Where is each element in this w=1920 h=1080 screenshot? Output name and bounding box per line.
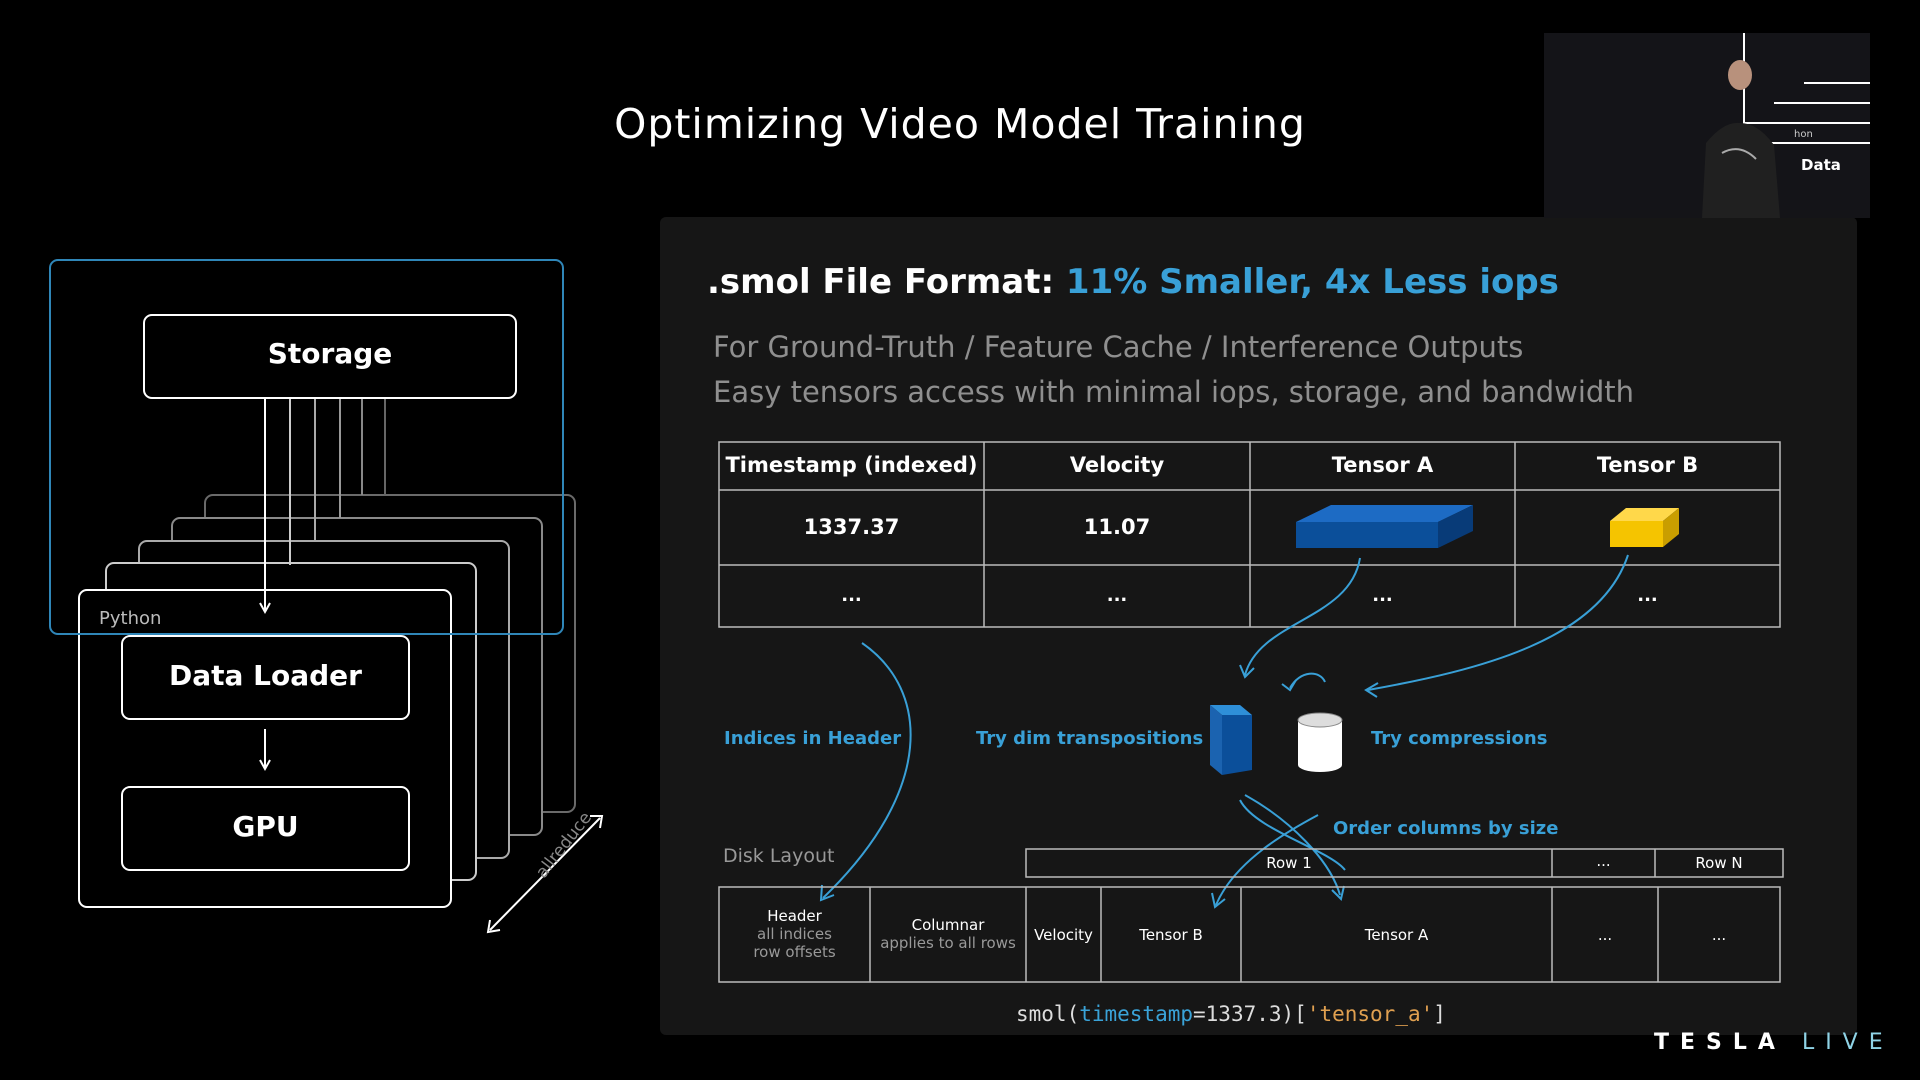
disk-columnar-sub: applies to all rows <box>880 934 1016 952</box>
label-indices-in-header: Indices in Header <box>724 728 902 749</box>
brand-tesla: TESLA <box>1654 1030 1786 1055</box>
header-velocity: Velocity <box>1069 453 1165 477</box>
data-loader-label: Data Loader <box>169 659 362 692</box>
disk-columnar-title: Columnar <box>911 916 985 934</box>
disk-header-title: Header <box>767 907 822 925</box>
code-snippet: smol(timestamp=1337.3)['tensor_a'] <box>1016 1002 1446 1026</box>
code-str: 'tensor_a' <box>1306 1002 1434 1026</box>
disk-velocity-cell: Velocity <box>1034 926 1093 944</box>
disk-ellipsis-1: ... <box>1597 926 1613 944</box>
disk-ellipsis-2: ... <box>1711 926 1727 944</box>
disk-header-sub2: row offsets <box>753 943 836 961</box>
disk-header-sub1: all indices <box>757 925 832 943</box>
panel-subtitle-1: For Ground-Truth / Feature Cache / Inter… <box>713 330 1524 364</box>
code-end: ] <box>1433 1002 1446 1026</box>
code-kw: timestamp <box>1079 1002 1194 1026</box>
python-label: Python <box>99 608 162 629</box>
header-tensor-b: Tensor B <box>1596 453 1699 477</box>
speaker-figure-icon <box>1544 33 1870 218</box>
row-strip-row-n: Row N <box>1695 854 1743 872</box>
header-timestamp: Timestamp (indexed) <box>725 453 978 477</box>
storage-label: Storage <box>267 337 393 370</box>
header-tensor-a: Tensor A <box>1331 453 1434 477</box>
speaker-video-inset: Data hon <box>1544 33 1870 218</box>
row-strip-grid <box>1025 848 1784 878</box>
row-strip-ellipsis: ... <box>1596 852 1611 870</box>
cell-ellipsis-1: ... <box>841 585 862 606</box>
code-eq: =1337.3)[ <box>1193 1002 1307 1026</box>
cell-velocity-value: 11.07 <box>1083 515 1151 539</box>
panel-title: .smol File Format: 11% Smaller, 4x Less … <box>707 262 1559 302</box>
label-try-compressions: Try compressions <box>1371 728 1548 749</box>
label-order-columns: Order columns by size <box>1333 818 1559 839</box>
cell-ellipsis-4: ... <box>1637 585 1658 606</box>
code-fn: smol( <box>1016 1002 1080 1026</box>
disk-tensor-a-cell: Tensor A <box>1364 926 1429 944</box>
compression-cylinder-icon <box>1297 712 1343 772</box>
inset-hon-label: hon <box>1794 129 1813 140</box>
label-try-dim-transpositions: Try dim transpositions <box>976 728 1204 749</box>
panel-title-highlight: 11% Smaller, 4x Less iops <box>1065 262 1559 302</box>
tesla-live-logo: TESLA LIVE <box>1654 1030 1894 1055</box>
gpu-label: GPU <box>232 810 299 843</box>
cell-ellipsis-2: ... <box>1106 585 1128 606</box>
disk-header-cell: Header all indices row offsets <box>719 907 870 961</box>
slide-title: Optimizing Video Model Training <box>614 100 1306 148</box>
label-disk-layout: Disk Layout <box>723 845 835 867</box>
data-table-grid <box>718 441 1781 628</box>
brand-live: LIVE <box>1801 1030 1894 1055</box>
transpose-cube-icon <box>1210 705 1252 775</box>
disk-layout-grid <box>718 886 1781 983</box>
cell-timestamp-value: 1337.37 <box>803 515 900 539</box>
tensor-b-icon <box>1610 508 1679 547</box>
inset-data-label: Data <box>1801 156 1841 174</box>
cell-ellipsis-3: ... <box>1372 585 1393 606</box>
panel-subtitle-2: Easy tensors access with minimal iops, s… <box>713 375 1635 409</box>
row-strip-row-1: Row 1 <box>1266 854 1312 872</box>
disk-columnar-cell: Columnar applies to all rows <box>870 916 1026 952</box>
tensor-a-icon <box>1296 505 1473 548</box>
panel-title-prefix: .smol File Format: <box>707 262 1055 302</box>
disk-tensor-b-cell: Tensor B <box>1139 926 1203 944</box>
